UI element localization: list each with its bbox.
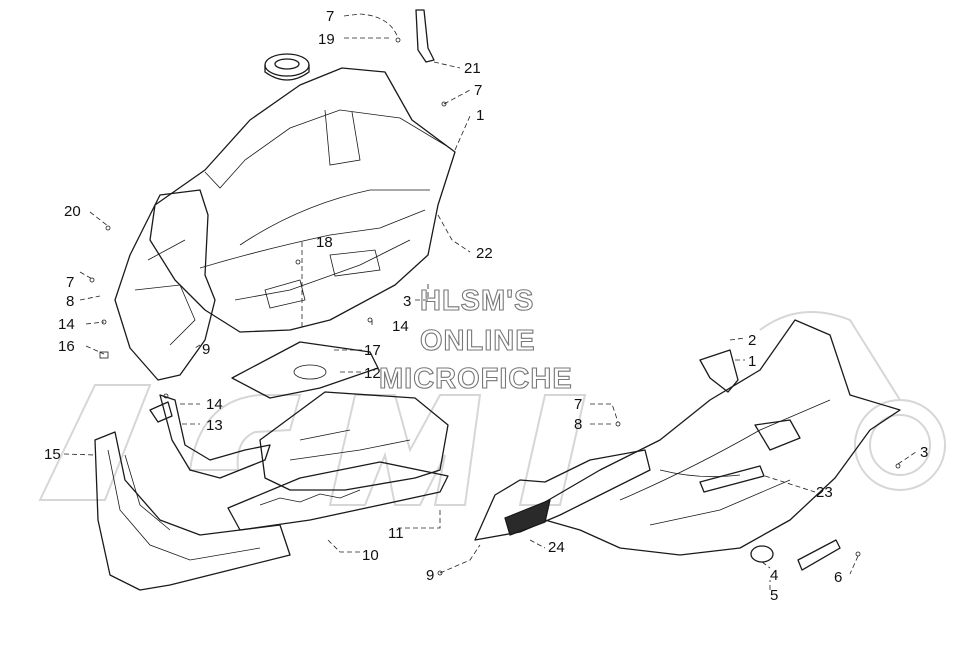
callout-13: 13	[206, 417, 223, 434]
callout-8: 8	[574, 416, 582, 433]
callout-12: 12	[364, 365, 381, 382]
callout-24: 24	[548, 539, 565, 556]
callout-14: 14	[206, 396, 223, 413]
background-logo	[38, 311, 946, 506]
callout-labels: 7 19 21 7 1 20 18 22 7 8 3 14 14 9 16 17…	[44, 8, 928, 604]
bracket-21	[415, 9, 435, 63]
watermark-line-3: MICROFICHE	[379, 363, 573, 395]
side-panel-left	[114, 189, 216, 381]
callout-1: 1	[748, 353, 756, 370]
watermark: HLSM'S ONLINE MICROFICHE	[378, 284, 573, 395]
callout-7: 7	[474, 82, 482, 99]
callout-7: 7	[574, 396, 582, 413]
side-panel-2	[699, 349, 801, 451]
skid-plate-10	[227, 461, 449, 531]
callout-15: 15	[44, 446, 61, 463]
leader-lines	[63, 13, 917, 590]
belly-pan-upper-1	[149, 67, 456, 333]
callout-11: 11	[388, 525, 404, 542]
callout-8: 8	[66, 293, 74, 310]
callout-2: 2	[748, 332, 756, 349]
callout-1: 1	[476, 107, 484, 124]
washer-19	[264, 53, 310, 81]
plate-17	[231, 341, 379, 399]
bracket-14	[149, 401, 173, 423]
callout-21: 21	[464, 60, 481, 77]
callout-14: 14	[58, 316, 75, 333]
bracket-13	[159, 394, 271, 479]
callout-20: 20	[64, 203, 81, 220]
callout-9: 9	[202, 341, 210, 358]
callout-7: 7	[326, 8, 334, 25]
callout-3: 3	[403, 293, 411, 310]
front-bumper-15	[94, 431, 291, 591]
callout-5: 5	[770, 587, 778, 604]
watermark-line-2: ONLINE	[420, 325, 536, 357]
callout-17: 17	[364, 342, 381, 359]
callout-18: 18	[316, 234, 333, 251]
callout-6: 6	[834, 569, 842, 586]
skid-plate-12	[259, 391, 449, 491]
belly-pan-right-1	[539, 319, 901, 556]
callout-22: 22	[476, 245, 493, 262]
callout-9: 9	[426, 567, 434, 584]
watermark-line-1: HLSM'S	[420, 285, 534, 317]
fasteners	[89, 37, 901, 576]
callout-3: 3	[920, 444, 928, 461]
strip-23	[699, 465, 765, 493]
tunnel-24	[474, 449, 651, 541]
callout-10: 10	[362, 547, 379, 564]
callout-16: 16	[58, 338, 75, 355]
plate-6	[797, 539, 841, 571]
callout-7: 7	[66, 274, 74, 291]
cap-4	[750, 545, 774, 563]
callout-19: 19	[318, 31, 335, 48]
callout-4: 4	[770, 567, 778, 584]
callout-14: 14	[392, 318, 409, 335]
callout-23: 23	[816, 484, 833, 501]
